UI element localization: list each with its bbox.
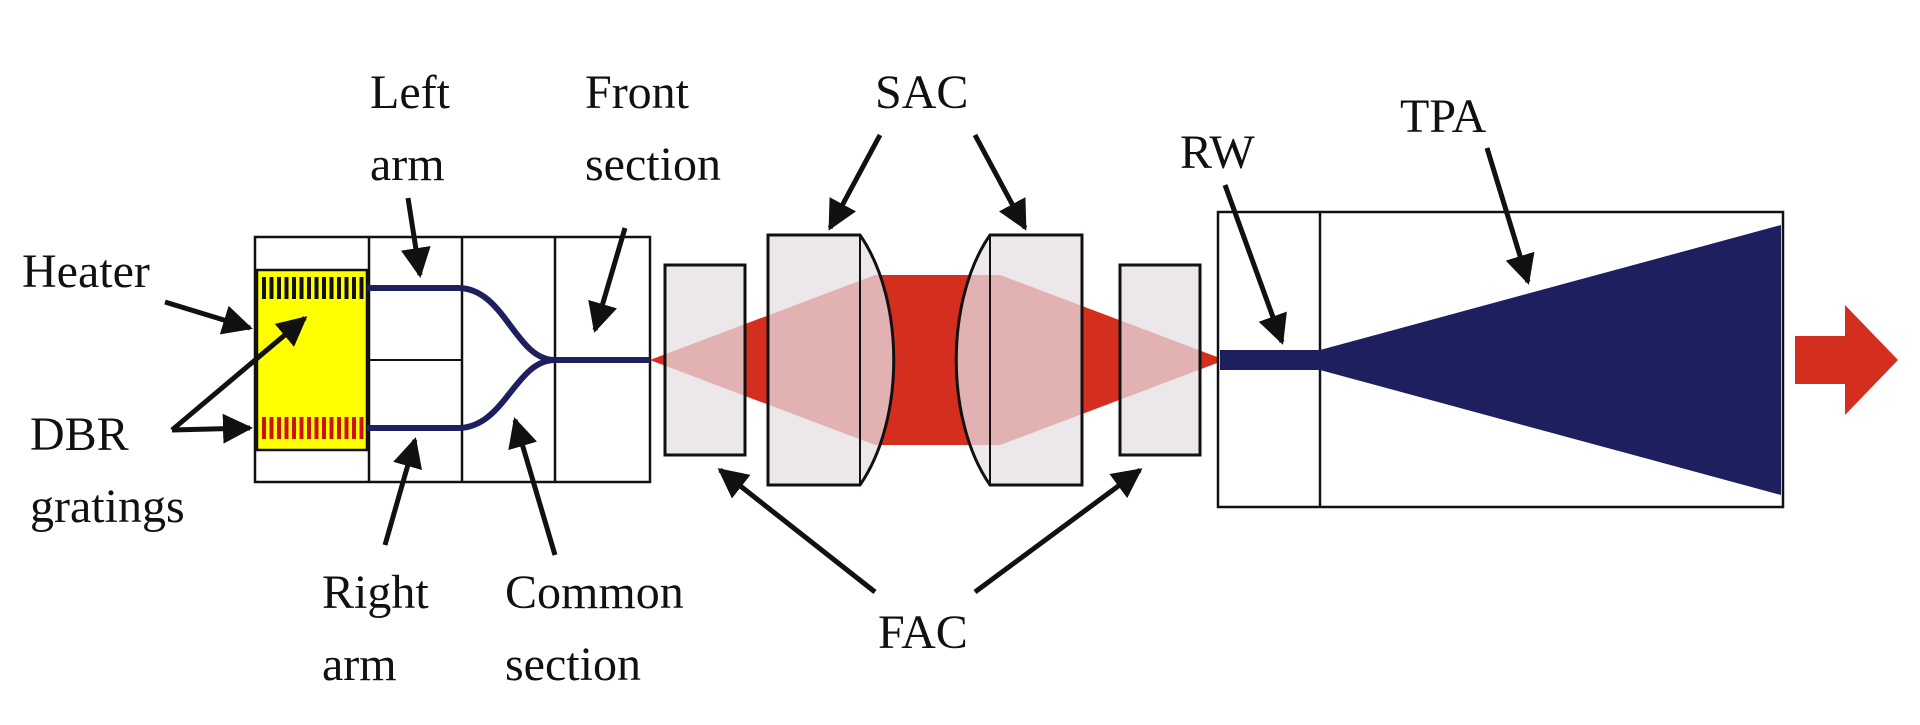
grating-tick-top [299,277,304,299]
heater-arrow [164,299,253,335]
grating-tick-top [352,277,356,299]
dbr-chip [253,235,652,484]
callout-arrows [164,133,1535,595]
rw-label: RW [1180,126,1255,179]
grating-tick-bottom [292,417,296,439]
left-arm-label-line1: Left [370,66,451,119]
grating-tick-top [359,277,364,299]
grating-tick-top [344,277,349,299]
left-arm-arrow [401,197,431,278]
right-arm-arrow [382,437,423,546]
grating-tick-bottom [284,417,289,439]
sac-arrow-right [972,133,1028,231]
grating-tick-bottom [329,417,334,439]
grating-tick-top [329,277,334,299]
grating-tick-top [277,277,281,299]
tapered-amplifier [1320,225,1781,495]
right-arm-label-line1: Right [322,566,429,619]
fac-label: FAC [878,606,968,659]
output-beam-arrow [1795,305,1898,415]
ridge-waveguide [1220,350,1320,370]
grating-tick-bottom [352,417,356,439]
dbr-label-line2: gratings [30,480,185,533]
grating-tick-bottom [344,417,349,439]
grating-tick-top [307,277,311,299]
fac-arrow-right [973,467,1143,595]
grating-tick-bottom [337,417,341,439]
sac-lens-right [954,233,1084,487]
dbr-arrow-top [170,316,308,432]
heater-block [255,268,369,452]
right-arm-waveguide [367,357,556,431]
dbr-grating-bottom [262,417,364,439]
rw-arrow [1222,184,1287,345]
grating-tick-bottom [314,417,319,439]
collimation-optics [650,233,1225,487]
left-arm-label-line2: arm [370,138,445,191]
dbr-arrow-bottom [171,413,253,444]
fac-arrow-left [717,468,877,594]
heater-label: Heater [22,245,150,298]
tpa-label: TPA [1400,90,1487,143]
grating-tick-top [284,277,289,299]
front-section-label-line2: section [585,138,721,191]
front-section-arrow [588,227,628,333]
grating-tick-bottom [262,417,266,439]
grating-tick-top [337,277,341,299]
grating-tick-top [292,277,296,299]
grating-tick-top [262,277,266,299]
grating-tick-top [269,277,274,299]
amplifier-chip [1216,210,1785,509]
grating-tick-bottom [307,417,311,439]
dbr-grating-top [262,277,364,299]
grating-tick-bottom [277,417,281,439]
common-section-label-line2: section [505,638,641,691]
sac-label: SAC [875,66,968,119]
dbr-label-line1: DBR [30,408,129,461]
common-section-label-line1: Common [505,566,684,619]
common-section-arrow [508,417,558,556]
grating-tick-bottom [359,417,364,439]
grating-tick-bottom [322,417,326,439]
fac-lens-left [663,263,747,457]
grating-tick-top [314,277,319,299]
grating-tick-top [322,277,326,299]
tpa-arrow [1484,147,1535,285]
right-arm-label-line2: arm [322,638,397,691]
fac-lens-right [1118,263,1202,457]
sac-lens-left [766,233,896,487]
grating-tick-bottom [299,417,304,439]
sac-arrow-left [827,133,883,231]
grating-tick-bottom [269,417,274,439]
front-section-label-line1: Front [585,66,690,119]
